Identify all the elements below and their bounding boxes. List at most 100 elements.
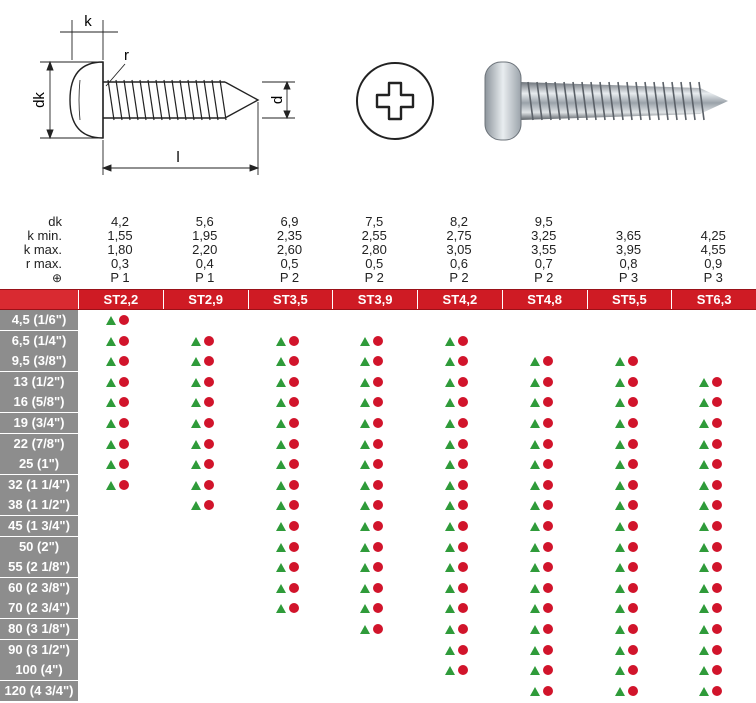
availability-mark	[699, 665, 725, 676]
photo-thread-line	[536, 81, 543, 121]
availability-mark	[529, 624, 556, 635]
length-label: 13 (1/2")	[0, 371, 78, 393]
green-triangle-icon	[360, 480, 371, 490]
availability-mark	[106, 418, 132, 429]
red-dot-icon	[119, 315, 129, 325]
availability-cell	[502, 557, 586, 578]
size-header-cell: ST3,5	[247, 290, 333, 309]
green-triangle-icon	[445, 563, 455, 573]
availability-mark	[190, 335, 217, 347]
green-triangle-icon	[275, 522, 286, 531]
availability-cell	[332, 434, 416, 455]
green-triangle-icon	[699, 604, 710, 614]
red-dot-icon	[627, 624, 638, 634]
green-triangle-icon	[445, 583, 455, 593]
availability-cell	[587, 598, 671, 619]
availability-cell	[502, 681, 586, 702]
spec-value: 0,5	[365, 256, 384, 271]
red-dot-icon	[203, 376, 214, 387]
spec-value: P 1	[110, 270, 130, 285]
availability-mark	[190, 438, 217, 450]
availability-mark	[275, 438, 302, 450]
red-dot-icon	[373, 438, 384, 449]
green-triangle-icon	[699, 563, 710, 573]
availability-mark	[529, 376, 556, 388]
spec-value: 0,9	[704, 256, 723, 271]
availability-cell	[417, 454, 501, 475]
photo-thread-line	[680, 81, 687, 121]
red-dot-icon	[288, 356, 299, 367]
screw-thread-lines	[107, 79, 227, 121]
green-triangle-icon	[106, 419, 116, 428]
green-triangle-icon	[190, 398, 201, 408]
availability-cell	[163, 454, 247, 475]
availability-mark	[529, 582, 556, 594]
availability-cell	[163, 434, 247, 455]
availability-cell	[332, 372, 416, 393]
spec-label-kmax: k max.	[23, 242, 62, 257]
red-dot-icon	[119, 438, 129, 449]
availability-mark	[360, 624, 386, 635]
availability-mark	[360, 541, 386, 553]
availability-cell	[671, 640, 755, 661]
red-dot-icon	[203, 397, 214, 408]
availability-cell	[248, 557, 332, 578]
availability-mark	[699, 603, 725, 614]
green-triangle-icon	[106, 439, 116, 449]
green-triangle-icon	[445, 357, 455, 367]
spec-value: 1,80	[107, 242, 133, 257]
red-dot-icon	[712, 541, 723, 552]
availability-mark	[275, 356, 302, 367]
green-triangle-icon	[275, 336, 286, 346]
red-dot-icon	[542, 521, 553, 531]
red-dot-icon	[712, 500, 723, 511]
green-triangle-icon	[445, 398, 455, 408]
availability-cell	[332, 557, 416, 578]
availability-mark	[445, 665, 471, 676]
availability-mark	[360, 562, 386, 573]
photo-thread-line	[581, 81, 588, 121]
spec-value: 3,65	[615, 228, 642, 243]
availability-cell	[163, 372, 247, 393]
green-triangle-icon	[699, 625, 710, 634]
availability-mark	[190, 479, 217, 491]
availability-mark	[699, 644, 725, 656]
red-dot-icon	[203, 459, 214, 470]
red-dot-icon	[458, 665, 468, 676]
length-row: 22 (7/8")	[0, 433, 756, 455]
photo-thread-line	[563, 81, 570, 121]
availability-mark	[275, 562, 302, 573]
spec-value: 2,60	[276, 242, 303, 257]
spec-value: 9,5	[534, 214, 553, 229]
green-triangle-icon	[529, 666, 540, 676]
availability-cell	[78, 434, 162, 455]
green-triangle-icon	[445, 439, 455, 449]
red-dot-icon	[373, 541, 384, 552]
green-triangle-icon	[190, 419, 201, 428]
length-label: 4,5 (1/6")	[0, 310, 78, 331]
red-dot-icon	[458, 335, 468, 346]
spec-value: P 2	[279, 270, 300, 285]
red-dot-icon	[542, 438, 553, 449]
photo-thread-line	[545, 81, 552, 121]
availability-cell	[78, 454, 162, 475]
availability-mark	[699, 500, 725, 511]
length-row: 120 (4 3/4")	[0, 680, 756, 702]
photo-thread-line	[671, 81, 678, 121]
red-dot-icon	[373, 521, 384, 531]
availability-mark	[529, 500, 556, 511]
red-dot-icon	[288, 397, 299, 408]
availability-cell	[332, 454, 416, 475]
length-label: 25 (1")	[0, 454, 78, 476]
red-dot-icon	[712, 459, 723, 470]
availability-cell	[671, 578, 755, 599]
red-dot-icon	[458, 356, 468, 367]
spec-value: 0,3	[110, 256, 130, 271]
spec-label-kmin: k min.	[27, 228, 62, 243]
length-label: 6,5 (1/4")	[0, 330, 78, 352]
photo-thread-line	[698, 81, 705, 121]
availability-cell	[248, 537, 332, 558]
red-dot-icon	[542, 541, 553, 552]
red-dot-icon	[119, 418, 129, 428]
